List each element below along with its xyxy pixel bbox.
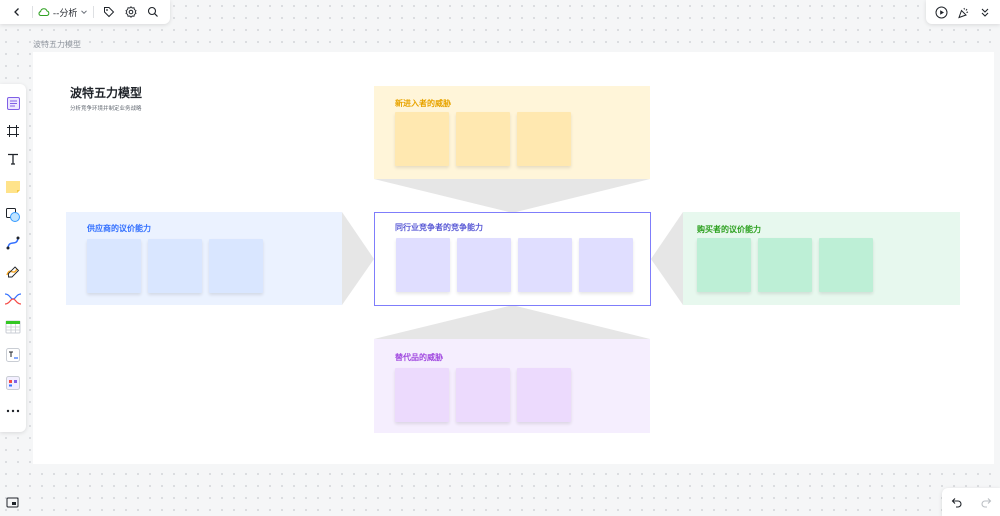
sticky-note[interactable] [518,238,572,292]
connector-top [374,179,650,212]
cloud-sync-icon [37,5,51,19]
section-suppliers[interactable]: 供应商的议价能力 [66,212,342,305]
sticky-note[interactable] [456,368,510,422]
board-subtitle[interactable]: 分析竞争环境并制定业务战略 [70,106,142,112]
sticky-note[interactable] [517,368,571,422]
connector-left [342,212,374,305]
divider [93,6,95,18]
sticky-note[interactable] [396,238,450,292]
top-toolbar: --分析 [0,0,170,24]
tag-icon[interactable] [98,1,120,23]
text-icon[interactable] [2,145,24,173]
section-title[interactable]: 同行业竞争者的竞争能力 [395,223,483,232]
section-title[interactable]: 购买者的议价能力 [697,225,761,234]
sticky-note-icon[interactable] [2,173,24,201]
document-title[interactable]: --分析 [52,8,78,19]
sticky-note[interactable] [579,238,633,292]
section-industry-rivalry[interactable]: 同行业竞争者的竞争能力 [374,212,651,306]
sticky-note[interactable] [758,238,812,292]
text-card-icon[interactable] [2,341,24,369]
section-buyers[interactable]: 购买者的议价能力 [683,212,960,305]
undo-redo-bar [942,488,1000,516]
chevron-down-icon[interactable] [79,7,89,17]
sticky-note[interactable] [209,239,263,293]
sticky-note[interactable] [395,368,449,422]
sticky-note[interactable] [395,112,449,166]
minimap-button[interactable] [0,490,24,514]
sticky-note[interactable] [697,238,751,292]
connector-right [651,212,683,305]
sticky-note[interactable] [87,239,141,293]
celebrate-icon[interactable] [954,3,972,21]
frame-label[interactable]: 波特五力模型 [33,40,81,49]
search-icon[interactable] [142,1,164,23]
more-icon[interactable] [2,397,24,425]
settings-icon[interactable] [120,1,142,23]
collapse-chevrons-icon[interactable] [976,3,994,21]
sticky-note[interactable] [456,112,510,166]
grid-card-icon[interactable] [2,369,24,397]
sticky-note[interactable] [457,238,511,292]
sticky-note[interactable] [517,112,571,166]
left-toolbox [0,84,26,432]
shape-icon[interactable] [2,201,24,229]
template-icon[interactable] [2,89,24,117]
undo-icon[interactable] [948,493,966,511]
minimap-icon [6,497,19,508]
sticky-note[interactable] [148,239,202,293]
present-icon[interactable] [932,3,950,21]
sticky-note[interactable] [819,238,873,292]
section-substitutes[interactable]: 替代品的威胁 [374,339,650,433]
pen-icon[interactable] [2,257,24,285]
section-title[interactable]: 新进入者的威胁 [395,99,451,108]
back-chevron-icon[interactable] [6,1,28,23]
redo-icon[interactable] [977,493,995,511]
mindmap-icon[interactable] [2,285,24,313]
connector-bottom [374,306,650,339]
frame-icon[interactable] [2,117,24,145]
table-icon[interactable] [2,313,24,341]
top-right-toolbar [926,0,1000,24]
section-title[interactable]: 替代品的威胁 [395,353,443,362]
board-title[interactable]: 波特五力模型 [70,86,143,100]
section-title[interactable]: 供应商的议价能力 [87,224,151,233]
divider [31,6,33,18]
connector-icon[interactable] [2,229,24,257]
section-new-entrants[interactable]: 新进入者的威胁 [374,86,650,179]
